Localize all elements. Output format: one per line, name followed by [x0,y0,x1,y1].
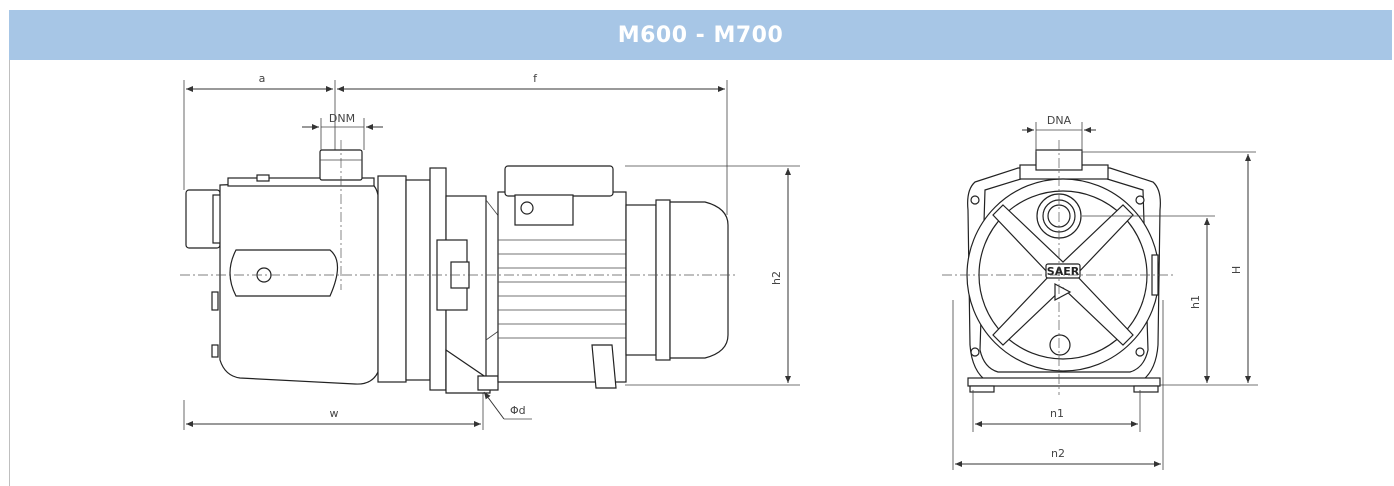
brand-label: SAER [1047,265,1080,278]
pump-motor [497,165,729,389]
label-H: H [1230,266,1243,274]
dimension-a: a [186,72,333,92]
label-phi-d: Φd [510,404,526,417]
header-bar: M600 - M700 [9,10,1392,60]
dimension-dna: DNA [1022,114,1096,152]
dimension-w: w [186,407,481,427]
label-n2: n2 [1051,447,1065,460]
label-h2: h2 [770,271,783,285]
dimension-f: f [337,72,725,92]
diagram-frame [9,60,1392,486]
dimension-h2: h2 [625,165,800,386]
dimension-n2: n2 [952,300,1164,470]
dimension-dnm: DNM [302,112,383,150]
label-dnm: DNM [329,112,355,125]
pump-bracket [377,167,501,394]
side-view: a f DNM [180,72,800,430]
label-dna: DNA [1047,114,1072,127]
front-view: SAER DNA h1 [942,114,1258,470]
label-h1: h1 [1189,295,1202,309]
label-w: w [330,407,339,420]
pump-housing [185,149,379,385]
label-f: f [533,72,538,85]
page-title: M600 - M700 [617,22,784,48]
dimension-h1: h1 [1082,215,1258,386]
dimension-H: H [1082,151,1256,383]
label-a: a [259,72,266,85]
dimension-phi-d: Φd [483,391,532,420]
label-n1: n1 [1050,407,1064,420]
dimension-n1: n1 [972,390,1141,432]
